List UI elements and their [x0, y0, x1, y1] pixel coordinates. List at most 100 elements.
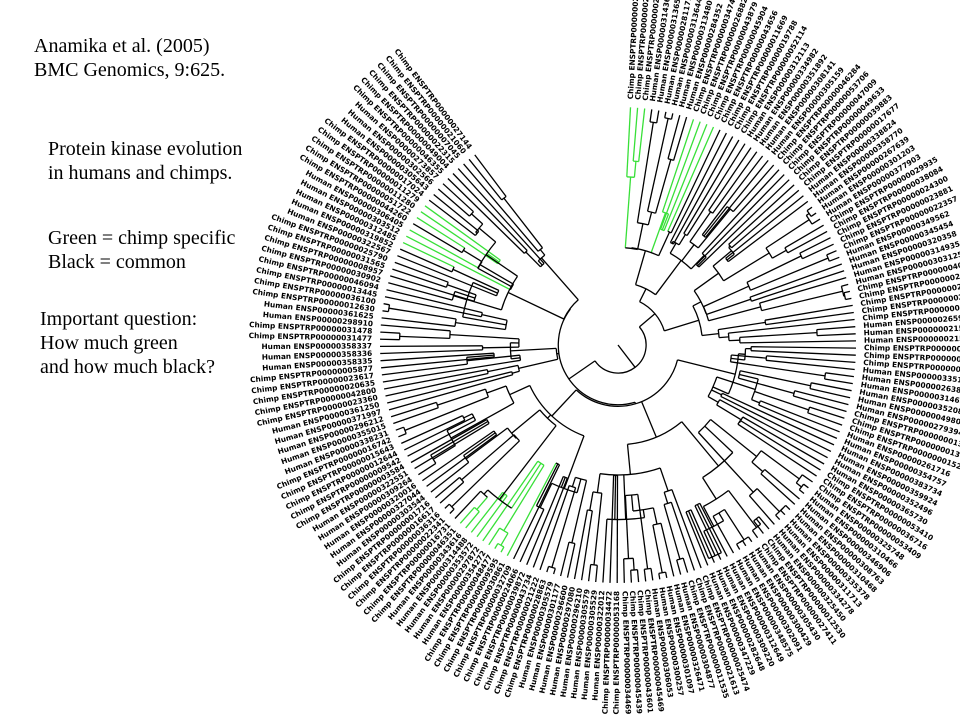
- internal-branch: [399, 335, 450, 340]
- internal-branch: [461, 434, 515, 481]
- leaf-branch: [380, 338, 400, 341]
- branch-arc: [717, 329, 720, 338]
- legend-green: Green = chimp specific: [48, 227, 236, 249]
- legend-black: Black = common: [48, 251, 186, 273]
- leaf-branch: [494, 543, 499, 549]
- branch-arc: [760, 469, 766, 475]
- leaf-branch: [676, 559, 682, 575]
- leaf-branch: [841, 283, 849, 287]
- internal-branch: [727, 490, 758, 528]
- branch-arc: [625, 247, 638, 251]
- leaf-branch: [463, 163, 539, 252]
- leaf-branch: [775, 514, 781, 521]
- leaf-branch: [422, 430, 495, 482]
- leaf-branch: [793, 395, 847, 413]
- branch-arc: [707, 376, 718, 397]
- summary-line-1: Protein kinase evolution: [48, 138, 243, 160]
- leaf-branch: [384, 296, 482, 318]
- leaf-branch: [672, 116, 688, 161]
- internal-branch: [537, 260, 543, 266]
- internal-branch: [634, 250, 647, 285]
- citation-journal: BMC Genomics, 9:625.: [34, 59, 226, 81]
- citation: Anamika et al. (2005) BMC Genomics, 9:62…: [34, 34, 225, 82]
- leaf-branch: [765, 311, 854, 326]
- leaf-label: Human ENSP00000358336: [262, 349, 373, 362]
- internal-branch: [731, 354, 767, 359]
- branch-arc: [667, 230, 672, 234]
- leaf-branch: [414, 422, 490, 470]
- leaf-branch: [382, 310, 389, 313]
- internal-branch: [652, 524, 663, 573]
- leaf-branch: [843, 290, 851, 294]
- leaf-branch: [720, 395, 832, 452]
- leaf-branch: [395, 426, 404, 431]
- leaf-branch: [784, 224, 824, 249]
- leaf-branch: [764, 304, 853, 321]
- branch-arc: [667, 158, 674, 162]
- branch-arc: [751, 450, 762, 463]
- leaf-branch: [695, 174, 785, 266]
- leaf-branch: [381, 356, 495, 369]
- leaf-branch: [764, 469, 800, 500]
- internal-branch: [663, 492, 669, 504]
- branch-arc: [744, 348, 747, 361]
- leaf-branch: [751, 530, 759, 539]
- leaf-branch: [476, 495, 508, 538]
- leaf-branch: [685, 511, 709, 566]
- leaf-branch: [748, 495, 775, 525]
- internal-branch: [710, 418, 758, 458]
- leaf-branch: [638, 108, 646, 162]
- branch-arc: [635, 284, 656, 296]
- internal-branch: [454, 290, 476, 299]
- leaf-branch: [595, 565, 598, 583]
- internal-branch: [723, 509, 745, 541]
- internal-branch: [718, 512, 725, 522]
- branch-arc: [664, 488, 673, 493]
- internal-branch: [589, 491, 594, 511]
- internal-branch: [560, 477, 566, 488]
- internal-branch: [498, 425, 557, 500]
- leaf-branch: [802, 243, 834, 260]
- leaf-branch: [465, 511, 480, 529]
- internal-branch: [655, 260, 682, 296]
- leaf-branch: [751, 270, 845, 302]
- leaf-branch: [683, 139, 740, 234]
- citation-authors: Anamika et al. (2005): [34, 35, 210, 57]
- internal-branch: [637, 494, 649, 569]
- leaf-branch: [387, 371, 512, 404]
- internal-branch: [500, 532, 509, 546]
- internal-branch: [515, 437, 518, 439]
- internal-branch: [388, 307, 457, 320]
- internal-branch: [677, 359, 736, 375]
- internal-branch: [671, 241, 674, 244]
- internal-branch: [466, 298, 502, 311]
- leaf-branch: [532, 477, 568, 568]
- branch-arc: [471, 413, 477, 421]
- internal-branch: [681, 244, 695, 262]
- leaf-branch: [799, 237, 831, 254]
- internal-branch: [650, 212, 667, 253]
- leaf-branch: [660, 523, 675, 577]
- branch-arc: [493, 430, 498, 436]
- internal-branch: [751, 461, 764, 473]
- internal-branch: [678, 234, 686, 246]
- leaf-branch: [801, 474, 813, 483]
- internal-branch: [760, 450, 800, 480]
- internal-branch: [568, 360, 596, 380]
- leaf-branch: [806, 206, 813, 212]
- branch-arc: [795, 474, 803, 484]
- internal-branch: [703, 206, 728, 237]
- internal-branch: [761, 290, 843, 312]
- internal-branch: [739, 373, 759, 380]
- internal-branch: [539, 483, 553, 508]
- branch-arc: [708, 209, 714, 214]
- question-note: Important question: How much green and h…: [40, 307, 215, 379]
- internal-branch: [624, 176, 632, 248]
- branch-arc: [784, 247, 789, 254]
- internal-branch: [716, 404, 742, 421]
- branch-arc: [435, 402, 439, 409]
- internal-branch: [571, 480, 588, 543]
- leaf-label: Human ENSP00000021564: [864, 334, 960, 345]
- leaf-branch: [552, 568, 556, 575]
